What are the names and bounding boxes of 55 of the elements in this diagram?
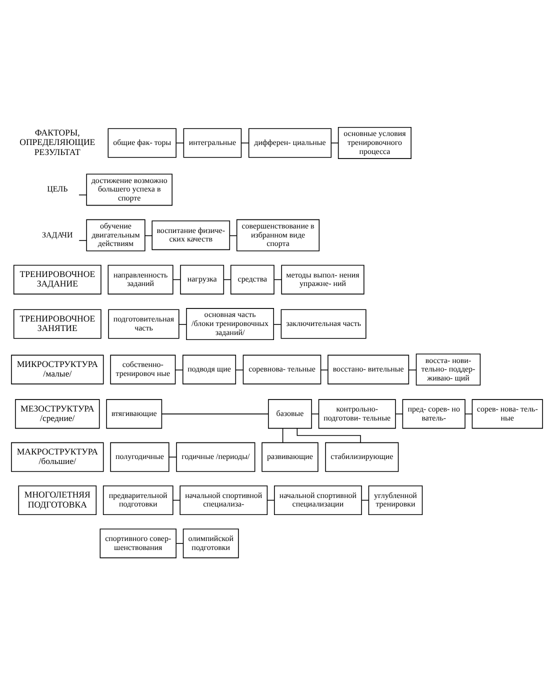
node-box: контрольно- подготови- тельные bbox=[318, 399, 396, 429]
connector bbox=[330, 142, 339, 144]
connector bbox=[176, 543, 184, 544]
node-box: совершенствование в избранном виде спорта bbox=[236, 219, 320, 252]
node-box: нагрузка bbox=[180, 264, 224, 294]
node-text: ЦЕЛЬ bbox=[47, 184, 68, 194]
node-box: МЕЗОСТРУКТУРА /средние/ bbox=[15, 399, 100, 429]
node-box: сорев- нова- тель- ные bbox=[472, 399, 543, 429]
node-box: стабилизирующие bbox=[325, 442, 399, 472]
label: ФАКТОРЫ, ОПРЕДЕЛЯЮЩИЕ РЕЗУЛЬТАТ bbox=[20, 128, 96, 157]
node-box: втягивающие bbox=[106, 399, 162, 429]
node-box: восста- нови- тельно- поддер- живаю- щий bbox=[416, 354, 481, 386]
node-box: восстано- вительные bbox=[328, 354, 410, 384]
node-box: воспитание физиче- ских качеств bbox=[152, 220, 230, 250]
connector bbox=[78, 240, 87, 241]
node-box: средства bbox=[230, 264, 274, 294]
connector bbox=[178, 324, 187, 325]
node-box: начальной спортивной специализации bbox=[274, 485, 362, 516]
node-box: общие фак- торы bbox=[108, 128, 176, 158]
node-box: углубленной тренировки bbox=[368, 485, 423, 516]
connector bbox=[282, 428, 284, 443]
node-text: ЗАДАЧИ bbox=[42, 230, 73, 240]
node-box: пред- сорев- но ватель- bbox=[402, 399, 466, 429]
connector bbox=[176, 142, 184, 144]
node-box: МНОГОЛЕТНЯЯ ПОДГОТОВКА bbox=[18, 485, 97, 516]
connector bbox=[78, 194, 87, 196]
node-box: подводя щие bbox=[182, 354, 236, 384]
node-box: собственно- тренировоч ные bbox=[110, 354, 176, 384]
node-box: основная часть /блоки тренировочных заданий/ bbox=[186, 308, 274, 340]
connector bbox=[168, 456, 177, 458]
node-box: предварительной подготовки bbox=[102, 485, 174, 516]
node-box: основные условия тренировочного процесса bbox=[338, 127, 412, 159]
node-box: полугодичные bbox=[110, 442, 170, 472]
node-box: спортивного совер- шенствования bbox=[100, 528, 176, 558]
node-box: дифферен- циальные bbox=[248, 128, 332, 158]
node-box: развивающие bbox=[262, 442, 318, 472]
node-box: подготовительная часть bbox=[108, 309, 180, 339]
connector bbox=[273, 324, 282, 325]
node-box: направленность заданий bbox=[108, 264, 174, 294]
node-box: МИКРОСТРУКТУРА /малые/ bbox=[11, 354, 104, 384]
connector bbox=[240, 142, 250, 144]
node-box: обучение двигательным действиям bbox=[86, 219, 146, 252]
node-box: ТРЕНИРОВОЧНОЕ ЗАНЯТИЕ bbox=[13, 309, 102, 339]
node-box: интегральные bbox=[183, 128, 242, 158]
node-box: методы выпол- нения упражне- ний bbox=[281, 264, 364, 294]
connector bbox=[296, 428, 361, 443]
node-box: заключительная часть bbox=[280, 309, 366, 339]
node-box: базовые bbox=[268, 399, 312, 429]
node-box: МАКРОСТРУКТУРА /большие/ bbox=[11, 442, 104, 472]
node-box: ТРЕНИРОВОЧНОЕ ЗАДАНИЕ bbox=[13, 264, 102, 294]
node-box: годичные /периоды/ bbox=[176, 442, 256, 472]
node-box: олимпийской подготовки bbox=[182, 528, 239, 558]
node-box: достижение возможно большего успеха в спорте bbox=[86, 174, 172, 206]
node-box: начальной спортивной специализа- bbox=[180, 485, 268, 516]
node-box: соревнова- тельные bbox=[242, 354, 322, 384]
